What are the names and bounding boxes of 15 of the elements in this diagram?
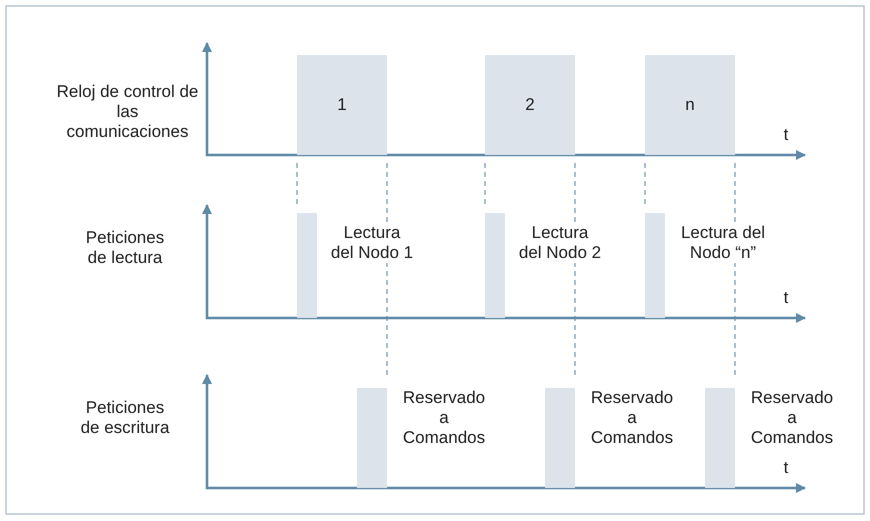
clock-pulse: 2: [485, 55, 575, 155]
signal-bar: [297, 213, 317, 318]
clock-pulse: n: [645, 55, 735, 155]
clock-pulse: 1: [297, 55, 387, 155]
row-label: Reloj de control de las comunicaciones: [56, 82, 200, 142]
signal-bar: [545, 388, 575, 488]
row-label: Peticiones de escritura: [80, 398, 170, 438]
axis-label: t: [782, 288, 790, 308]
row-label: Peticiones de lectura: [84, 228, 166, 268]
axis-label: t: [782, 125, 790, 145]
signal-bar: [357, 388, 387, 488]
axis-label: t: [782, 458, 790, 478]
signal-bar: [485, 213, 505, 318]
signal-bar: [645, 213, 665, 318]
signal-bar: [705, 388, 735, 488]
